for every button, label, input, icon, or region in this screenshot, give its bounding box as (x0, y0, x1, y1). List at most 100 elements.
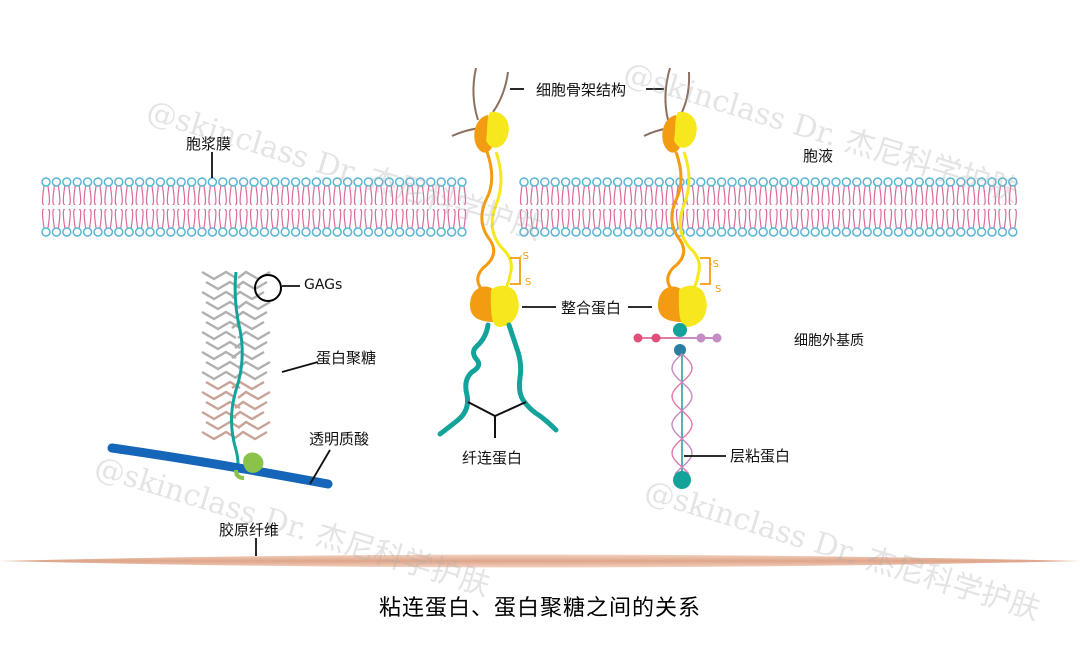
integrin-left (437, 67, 559, 438)
label-cytoskeleton: 细胞骨架结构 (536, 81, 627, 99)
gag-chain (201, 430, 237, 441)
lipid-tail (852, 185, 861, 205)
lipid-tail (333, 185, 342, 205)
lipid-tail (385, 209, 394, 229)
lipid-head (166, 177, 176, 187)
lipid-head (207, 227, 218, 237)
lipid-tail (987, 185, 997, 205)
actin-filament (492, 71, 509, 113)
lipid-tail (582, 209, 591, 229)
lipid-head (685, 227, 696, 237)
lipid-tail (831, 185, 841, 205)
lipid-head (93, 177, 103, 187)
lipid-tail (447, 185, 456, 205)
lipid-tail (759, 185, 768, 205)
lipid-head (249, 177, 259, 187)
laminin-node (673, 323, 687, 337)
lipid-tail (655, 209, 664, 229)
lipid-tail (260, 209, 269, 229)
gag-chain (201, 270, 237, 281)
gag-chain (201, 390, 237, 401)
lipid-head (529, 177, 540, 187)
integrin-beta-chain (678, 151, 701, 298)
lipid-tail (291, 185, 300, 205)
lipid-head (904, 227, 914, 237)
lipid-head (342, 227, 353, 237)
lipid-head (363, 227, 374, 237)
lipid-tail (831, 209, 841, 229)
lipid-head (259, 177, 270, 187)
lipid-tail (707, 209, 716, 229)
lipid-tail (686, 209, 695, 229)
lipid-head (768, 227, 779, 237)
lipid-head (571, 177, 581, 187)
lipid-tail (644, 185, 653, 205)
link-protein (243, 452, 264, 473)
lipid-tail (540, 209, 549, 229)
lipid-head (997, 227, 1008, 237)
lipid-tail (915, 185, 924, 205)
lipid-head (904, 177, 914, 187)
lipid-tail (457, 209, 467, 229)
lipid-tail (312, 185, 321, 205)
lipid-tail (166, 209, 175, 229)
lipid-tail (727, 185, 737, 205)
lipid-tail (571, 209, 581, 229)
lipid-head (301, 177, 311, 187)
lipid-tail (561, 185, 570, 205)
lipid-head (436, 177, 446, 187)
lipid-tail (946, 185, 955, 205)
gag-chain (231, 410, 265, 421)
lipid-tail (41, 185, 51, 205)
lipid-head (748, 177, 758, 187)
lipid-head (176, 227, 186, 237)
lipid-tail (613, 185, 622, 205)
lipid-head (197, 177, 207, 187)
lipid-head (945, 227, 956, 237)
lipid-head (311, 177, 322, 187)
lipid-head (716, 227, 727, 237)
lipid-tail (114, 209, 123, 229)
lipid-head (529, 227, 540, 237)
lipid-head (748, 227, 758, 237)
lipid-head (841, 177, 852, 187)
lipid-tail (696, 185, 705, 205)
lipid-head (41, 227, 51, 237)
gag-chain (237, 420, 271, 431)
lipid-tail (852, 209, 861, 229)
lipid-tail (790, 185, 799, 205)
lipid-head (93, 227, 103, 237)
lipid-head (852, 227, 862, 237)
lipid-tail (156, 209, 165, 229)
lipid-head (51, 177, 62, 187)
lipid-tail (343, 209, 352, 229)
lipid-head (623, 177, 633, 187)
actin-filament (681, 71, 691, 113)
lipid-tail (894, 209, 903, 229)
lipid-head (363, 177, 374, 187)
lipid-head (114, 177, 124, 187)
lipid-tail (166, 185, 175, 205)
lipid-head (924, 227, 935, 237)
lipid-tail (540, 185, 549, 205)
lipid-tail (312, 209, 321, 229)
gag-chain (231, 350, 265, 361)
lipid-head (186, 227, 197, 237)
lipid-tail (395, 209, 404, 229)
gag-chain (237, 300, 271, 311)
fibronectin-crosslink (467, 401, 527, 438)
lipid-tail (322, 185, 331, 205)
laminin-domain (696, 333, 706, 343)
lipid-tail (769, 209, 778, 229)
lipid-tail (613, 209, 622, 229)
disulfide-s-label: S (525, 277, 532, 288)
lipid-head (519, 227, 529, 237)
lipid-tail (946, 209, 955, 229)
lipid-head (72, 177, 82, 187)
gag-chain (231, 320, 265, 331)
lipid-head (758, 227, 768, 237)
lipid-head (716, 177, 727, 187)
lipid-head (779, 227, 789, 237)
lipid-tail (73, 209, 82, 229)
lipid-head (311, 227, 322, 237)
